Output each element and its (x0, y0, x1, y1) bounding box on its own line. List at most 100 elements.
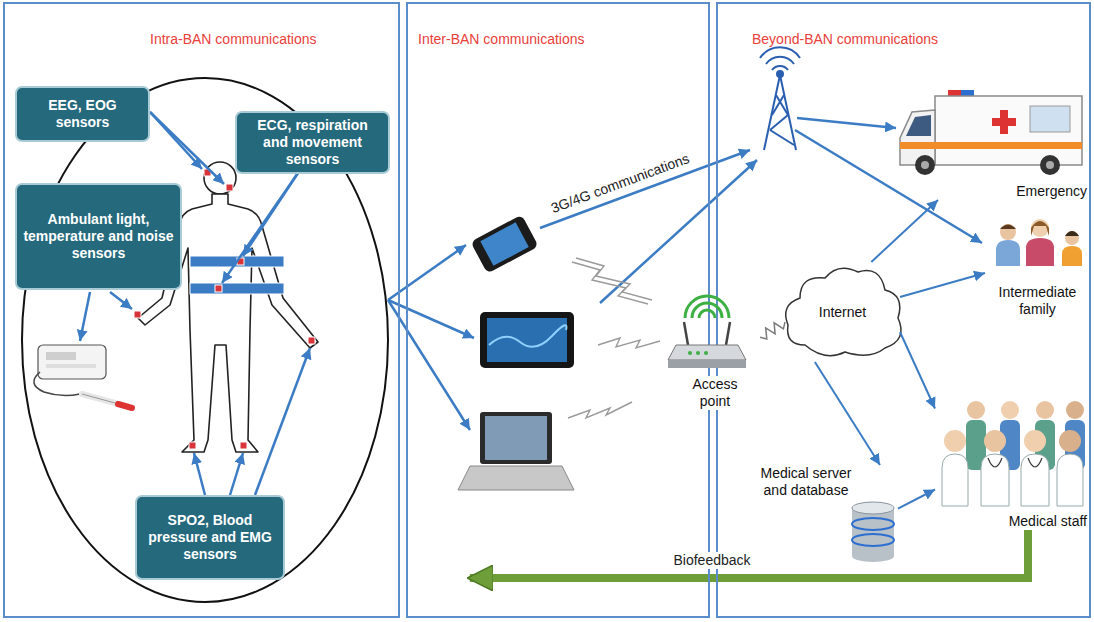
sensor-label: SPO2, Blood pressure and EMG sensors (143, 512, 277, 563)
medical-staff-photo (1057, 454, 1083, 506)
medical-staff-photo (967, 401, 985, 419)
leader-arrow (194, 453, 205, 495)
laptop (458, 466, 574, 490)
medical-staff-photo (1028, 458, 1042, 467)
sensor-device (34, 345, 132, 408)
tablet (487, 318, 567, 362)
connector-arrow (871, 200, 938, 262)
family-photo (1000, 224, 1016, 240)
wireless-zigzag (598, 338, 660, 348)
internet-cloud (786, 268, 901, 356)
access-point-icon (696, 351, 700, 355)
database-icon (852, 550, 894, 562)
laptop (480, 412, 552, 464)
access-point-icon (668, 345, 746, 360)
medical-staff-photo (1066, 401, 1084, 419)
sensor-label: ECG, respiration and movement sensors (243, 117, 382, 168)
wireless-zigzag (568, 402, 632, 418)
database-icon (852, 502, 894, 562)
wireless-zigzag (568, 258, 660, 418)
icon-node: Internet (785, 262, 900, 362)
cell-tower (772, 95, 784, 115)
ambulance (900, 142, 1082, 149)
access-point-icon (668, 296, 746, 368)
ambulance (921, 161, 929, 169)
family-photo (1031, 219, 1049, 237)
wireless-zigzag (576, 258, 652, 300)
access-point-icon (699, 310, 715, 318)
sensor-dot (226, 184, 233, 191)
leader-arrow (230, 453, 243, 495)
tablet (480, 312, 574, 368)
family-photo (1031, 221, 1049, 236)
panel-heading: Intra-BAN communications (150, 31, 317, 48)
tablet (480, 312, 574, 368)
internet-cloud (786, 268, 901, 356)
sensor-dot (189, 442, 196, 449)
ambulance (1030, 106, 1070, 132)
connector-arrow (900, 332, 935, 409)
medical-staff-photo (1001, 401, 1019, 419)
icon-node: Medical staff (935, 395, 1090, 530)
body-ellipse (22, 78, 388, 602)
cell-tower (760, 47, 800, 58)
sensor-box: EEG, EOG sensors (15, 86, 150, 142)
connector-arrow (898, 490, 935, 509)
connector-arrow (815, 362, 880, 465)
family-photo (1000, 225, 1016, 230)
node-label: Medical staff (1009, 513, 1087, 530)
sensor-box: SPO2, Blood pressure and EMG sensors (135, 495, 285, 580)
node-label: Medical server and database (751, 465, 861, 499)
icon-node: Medical server and database (748, 465, 898, 562)
label-holder: Biofeedback (670, 552, 753, 569)
body-ellipse (22, 78, 388, 602)
leader-arrow (80, 112, 982, 495)
medical-staff-photo (988, 458, 1002, 467)
medical-staff-photo (1024, 430, 1046, 452)
region-panel: Intra-BAN communicationsEEG, EOG sensors… (3, 2, 400, 618)
region-panel: Beyond-BAN communicationsEmergencyInterm… (716, 2, 1091, 618)
sensor-label: Ambulant light, temperature and noise se… (23, 211, 174, 262)
medical-staff-photo (1059, 430, 1081, 452)
ambulance (961, 90, 974, 96)
leader-arrow (110, 292, 132, 309)
edge-label: Biofeedback (670, 552, 753, 569)
medical-staff-photo (984, 430, 1006, 452)
sensor-device (118, 404, 132, 408)
sensor-device (34, 372, 80, 396)
database-icon (852, 534, 894, 546)
icon-node: Intermediate family (985, 218, 1090, 318)
sensor-label: EEG, EOG sensors (23, 97, 142, 131)
ambulance (915, 155, 935, 175)
link-label: 3G/4G communications (546, 148, 695, 217)
ambulance (948, 90, 961, 96)
panel-heading: Beyond-BAN communications (752, 31, 938, 48)
medical-staff-photo (942, 401, 1085, 506)
database-icon (852, 502, 894, 514)
laptop (458, 412, 574, 490)
leader-arrow (150, 112, 224, 184)
medical-staff-photo (1021, 454, 1049, 506)
family-photo (1065, 231, 1079, 245)
connector-arrow (900, 273, 985, 297)
chest-belt (190, 283, 284, 294)
cell-tower (772, 66, 788, 70)
ambulance (1046, 161, 1054, 169)
medical-staff-photo (942, 454, 968, 506)
sensor-dot (215, 285, 222, 292)
sensor-box: Ambulant light, temperature and noise se… (15, 183, 182, 290)
wireless-zigzag (572, 262, 648, 304)
cell-tower (760, 47, 800, 150)
icon-node: Emergency (900, 85, 1090, 200)
ambulance (1040, 155, 1060, 175)
panel-heading: Inter-BAN communications (418, 31, 585, 48)
leader-arrow (797, 118, 896, 128)
sensor-dot (308, 337, 315, 344)
access-point-icon (688, 351, 692, 355)
leader-arrow (80, 292, 90, 341)
sensor-dot (134, 311, 141, 318)
sensor-device (38, 345, 106, 379)
sensor-device (46, 352, 76, 360)
